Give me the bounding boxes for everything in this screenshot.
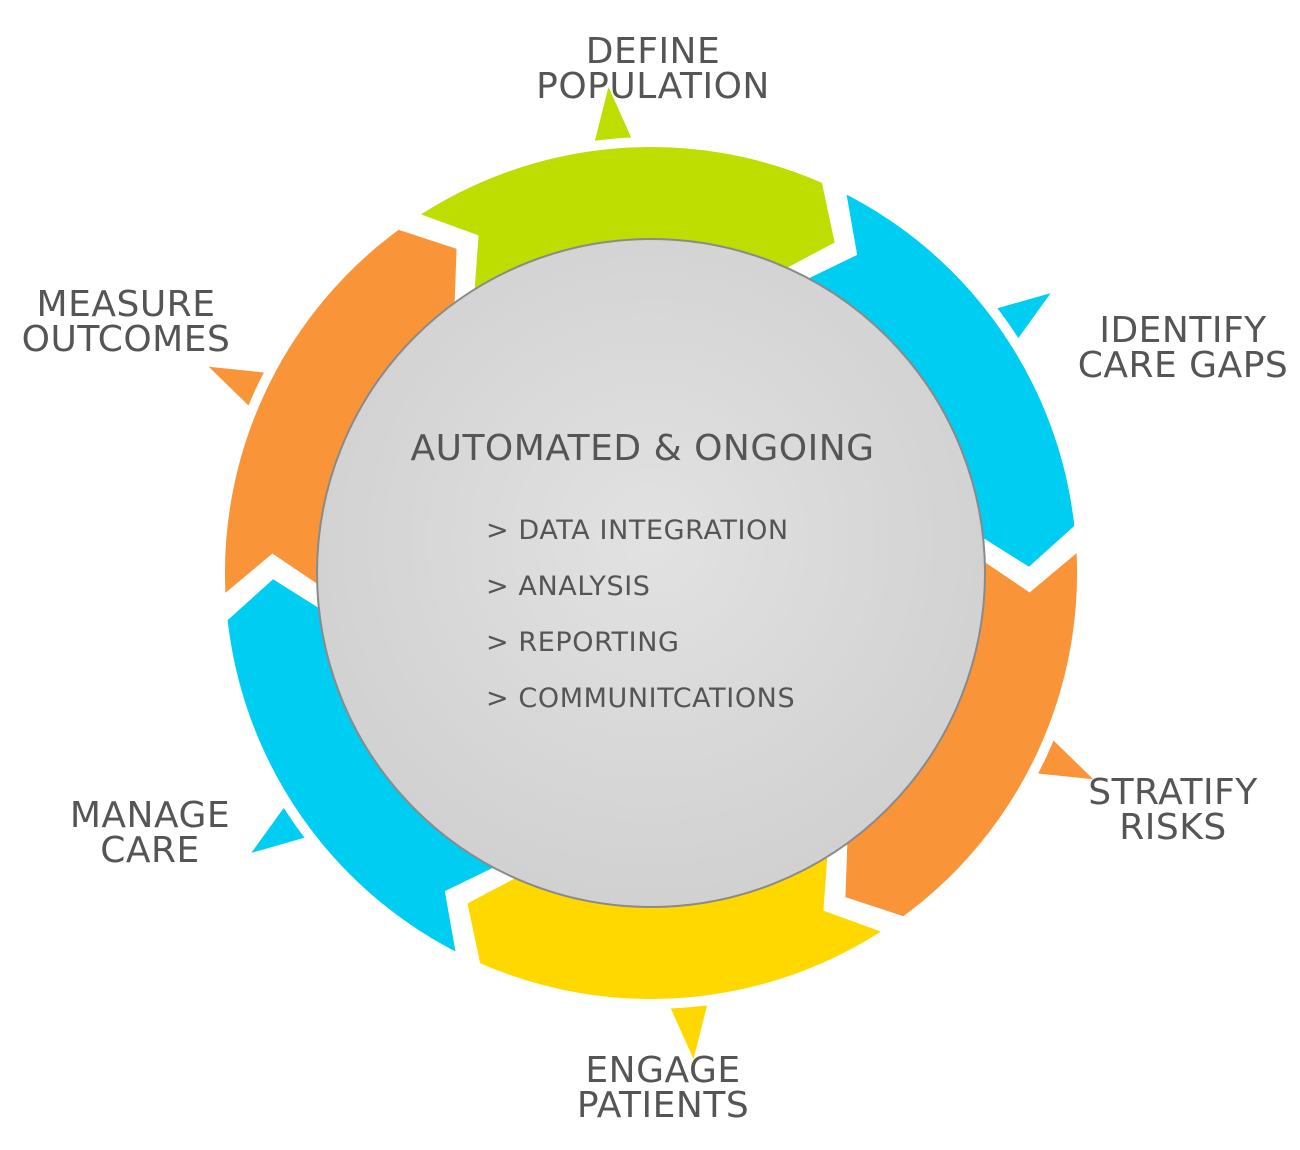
stage-label-define-population: DEFINE POPULATION (536, 31, 770, 107)
center-item-list: > DATA INTEGRATION > ANALYSIS > REPORTIN… (486, 512, 795, 736)
stage-label-engage-patients: ENGAGE PATIENTS (576, 1050, 750, 1126)
center-item-communications: > COMMUNITCATIONS (486, 683, 796, 714)
center-item-analysis: > ANALYSIS (486, 571, 651, 602)
center-circle (316, 238, 986, 908)
stage-label-measure-outcomes: MEASURE OUTCOMES (21, 284, 231, 360)
center-item-reporting: > REPORTING (486, 627, 680, 658)
stage-label-identify-care-gaps: IDENTIFY CARE GAPS (1077, 310, 1289, 386)
center-title: AUTOMATED & ONGOING (410, 428, 875, 469)
center-item-data-integration: > DATA INTEGRATION (486, 515, 789, 546)
stage-label-manage-care: MANAGE CARE (69, 795, 231, 871)
cycle-segments (208, 86, 1094, 1060)
stage-label-stratify-risks: STRATIFY RISKS (1088, 772, 1258, 848)
